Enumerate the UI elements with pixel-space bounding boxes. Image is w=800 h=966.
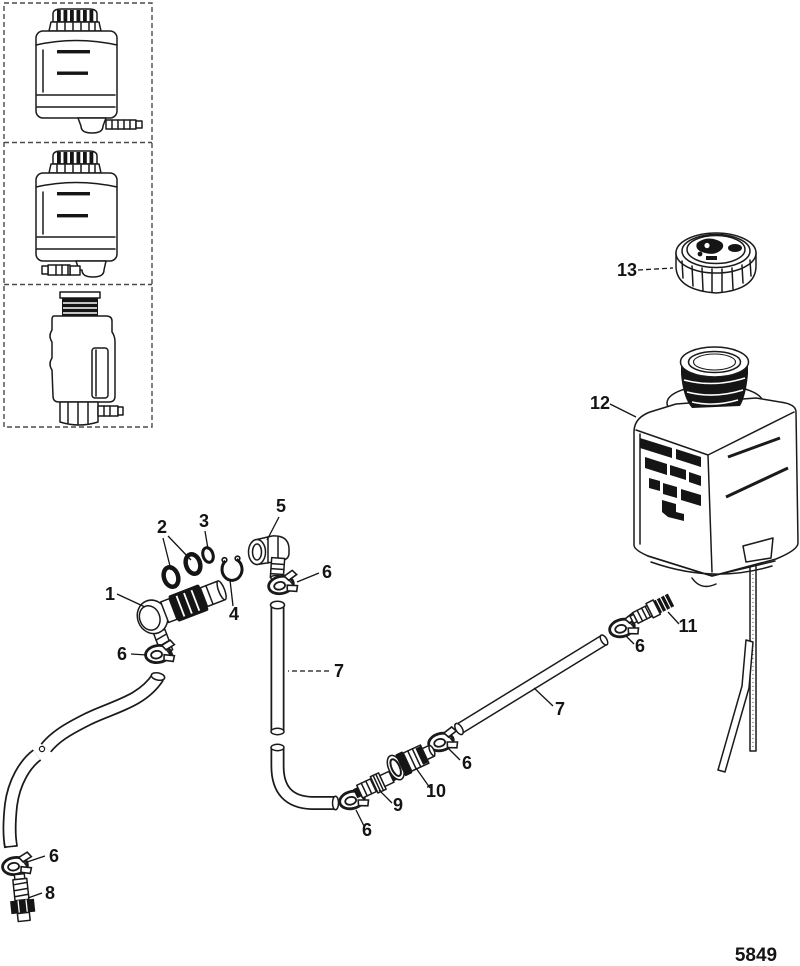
callout-9: 9 <box>393 795 403 815</box>
reservoir-variant-1-icon <box>35 8 143 134</box>
callout-6e: 6 <box>362 820 372 840</box>
reservoir-variant-2-icon <box>35 150 118 278</box>
quick-connector-10 <box>386 744 436 781</box>
callout-1: 1 <box>105 584 115 604</box>
oil-reservoir-bottle <box>633 346 799 773</box>
hose-clamp-6f <box>0 850 36 879</box>
callout-6d: 6 <box>462 753 472 773</box>
callout-6f: 6 <box>49 846 59 866</box>
callout-6c: 6 <box>635 636 645 656</box>
callout-2: 2 <box>157 517 167 537</box>
reservoir-variant-3-icon <box>49 291 124 426</box>
elbow-fitting-5 <box>247 535 290 582</box>
curved-supply-hose <box>2 671 166 849</box>
reservoir-pickup-tube <box>717 558 757 773</box>
callout-7b: 7 <box>555 699 565 719</box>
figure-number: 5849 <box>735 945 777 966</box>
callout-6a: 6 <box>322 562 332 582</box>
e-clip-4 <box>220 555 244 582</box>
callout-4: 4 <box>229 604 239 624</box>
o-ring-3 <box>201 546 215 564</box>
callout-7a: 7 <box>334 661 344 681</box>
callout-11: 11 <box>678 616 697 636</box>
o-ring-2a <box>161 564 181 590</box>
callout-5: 5 <box>276 496 286 516</box>
diagonal-hose-7 <box>454 634 609 736</box>
callout-8: 8 <box>45 883 55 903</box>
callout-12: 12 <box>590 393 610 413</box>
o-ring-2b <box>183 551 203 577</box>
callout-6b: 6 <box>117 644 127 664</box>
callout-10: 10 <box>426 781 446 801</box>
adapter-fitting-1 <box>136 580 227 660</box>
callout-labels: 1 2 3 4 5 6 6 6 6 6 6 7 7 8 9 10 11 12 1… <box>45 260 698 903</box>
filler-cap <box>675 232 757 294</box>
callout-13: 13 <box>617 260 637 280</box>
callout-3: 3 <box>199 511 209 531</box>
leader-lines <box>26 267 680 899</box>
variant-inset-panel <box>3 2 153 428</box>
barb-fitting-8 <box>10 872 36 923</box>
vertical-hose-7 <box>269 600 340 811</box>
barb-fitting-11 <box>629 593 675 625</box>
